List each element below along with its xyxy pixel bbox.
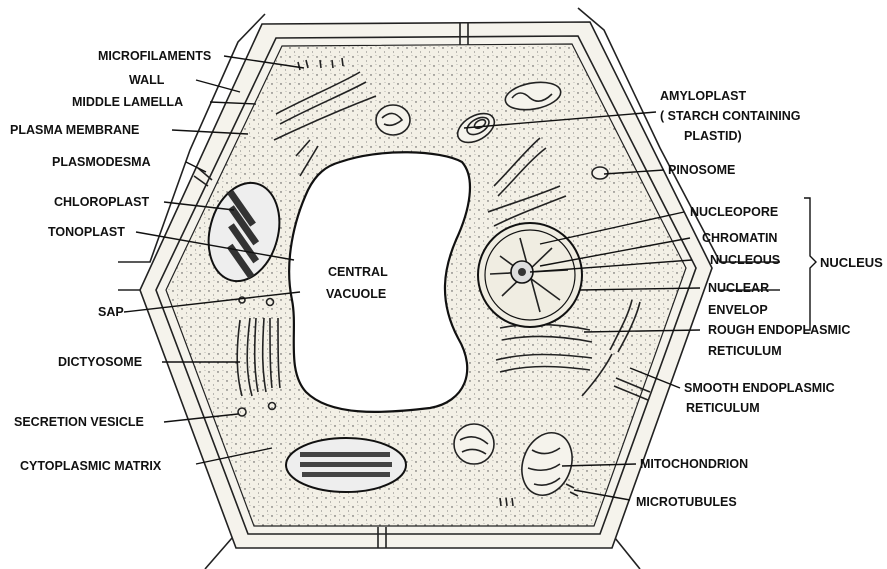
label-chloroplast: CHLOROPLAST — [54, 195, 150, 209]
label-plastid: PLASTID) — [684, 129, 742, 143]
label-central: CENTRAL — [328, 265, 388, 279]
label-tonoplast: TONOPLAST — [48, 225, 125, 239]
label-nucleous: NUCLEOUS — [710, 253, 780, 267]
label-vacuole: VACUOLE — [326, 287, 386, 301]
label-cytoplasmic-matrix: CYTOPLASMIC MATRIX — [20, 459, 162, 473]
label-wall: WALL — [129, 73, 165, 87]
pinosome — [592, 167, 608, 179]
label-plasmodesma: PLASMODESMA — [52, 155, 151, 169]
label-nucleopore: NUCLEOPORE — [690, 205, 778, 219]
label-smooth-er: SMOOTH ENDOPLASMIC — [684, 381, 835, 395]
label-pinosome: PINOSOME — [668, 163, 735, 177]
label-microfilaments: MICROFILAMENTS — [98, 49, 211, 63]
label-nucleus: NUCLEUS — [820, 255, 883, 270]
nucleus-bracket — [804, 198, 816, 330]
label-middle-lamella: MIDDLE LAMELLA — [72, 95, 183, 109]
label-secretion-vesicle: SECRETION VESICLE — [14, 415, 144, 429]
label-amyloplast: AMYLOPLAST — [660, 89, 746, 103]
label-nuclear: NUCLEAR — [708, 281, 769, 295]
label-starch-containing: ( STARCH CONTAINING — [660, 109, 801, 123]
label-rough-er-reticulum: RETICULUM — [708, 344, 782, 358]
label-smooth-er-reticulum: RETICULUM — [686, 401, 760, 415]
label-rough-er: ROUGH ENDOPLASMIC — [708, 323, 850, 337]
label-dictyosome: DICTYOSOME — [58, 355, 142, 369]
label-microtubules: MICROTUBULES — [636, 495, 737, 509]
label-chromatin: CHROMATIN — [702, 231, 777, 245]
label-mitochondrion: MITOCHONDRION — [640, 457, 748, 471]
central-vacuole — [289, 152, 470, 412]
label-envelop: ENVELOP — [708, 303, 768, 317]
label-plasma-membrane: PLASMA MEMBRANE — [10, 123, 139, 137]
chloroplast-bottom — [286, 438, 406, 492]
label-sap: SAP — [98, 305, 124, 319]
